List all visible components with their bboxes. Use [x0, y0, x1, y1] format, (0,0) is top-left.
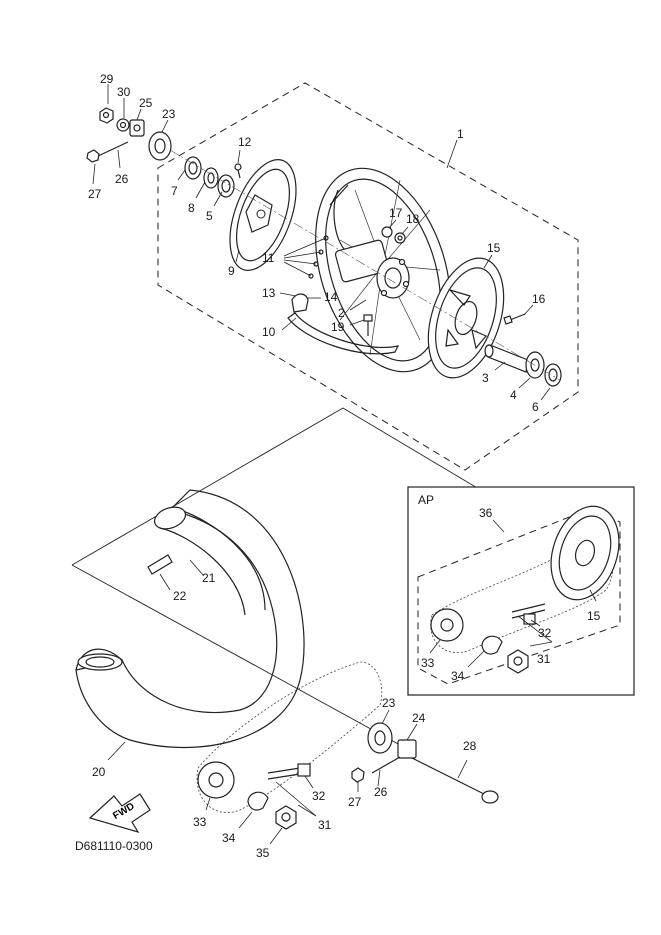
callout-16: 16	[532, 292, 546, 306]
callout-6: 6	[532, 400, 539, 414]
brake-disc	[229, 159, 297, 271]
callout-23-lower: 23	[382, 696, 396, 710]
callout-2: 2	[338, 306, 345, 320]
inset-callout-33: 33	[421, 656, 435, 670]
callout-22: 22	[173, 589, 187, 603]
rim	[315, 167, 451, 373]
chain-adjuster-parts	[99, 107, 145, 137]
callout-4: 4	[510, 388, 517, 402]
callout-24: 24	[412, 711, 426, 725]
adjuster-bolt	[86, 141, 129, 163]
chain-adjuster-block	[397, 739, 417, 759]
callout-31: 31	[318, 818, 332, 832]
rear-axle	[411, 757, 499, 804]
callout-21: 21	[202, 571, 216, 585]
callout-32: 32	[312, 789, 326, 803]
disc-bolt	[234, 163, 242, 179]
callout-33: 33	[193, 815, 207, 829]
callout-8: 8	[188, 201, 195, 215]
callout-13: 13	[262, 286, 276, 300]
callout-9: 9	[228, 264, 235, 278]
wheel-assembly-outline	[157, 82, 579, 471]
callout-12: 12	[238, 135, 252, 149]
inset-callout-32: 32	[538, 626, 552, 640]
inset-rear-sprocket	[550, 505, 620, 601]
inset-front-sprocket	[430, 608, 464, 642]
chain-segment	[267, 763, 311, 780]
callout-5: 5	[206, 209, 213, 223]
inset-callout-36: 36	[479, 506, 493, 520]
inner-tube	[147, 506, 266, 616]
callout-1: 1	[457, 127, 464, 141]
callout-10: 10	[262, 325, 276, 339]
inset-callout-31: 31	[537, 652, 551, 666]
callout-18: 18	[406, 212, 420, 226]
collar-lower	[367, 722, 393, 754]
inset-chain-loop	[430, 537, 614, 653]
callout-3: 3	[482, 371, 489, 385]
inset-chain-segment	[511, 603, 546, 625]
rear-wheel-group	[86, 82, 579, 471]
rim-lock	[363, 314, 373, 336]
ap-inset: AP 36 15 32 31 33	[407, 486, 635, 696]
callout-28: 28	[463, 739, 477, 753]
inset-sprocket-nut-parts	[481, 635, 529, 674]
callout-14: 14	[324, 290, 338, 304]
callout-7: 7	[171, 184, 178, 198]
collar-upper	[148, 131, 172, 161]
lower-adjuster-bolt	[351, 756, 401, 783]
callout-26-lower: 26	[374, 785, 388, 799]
chain-loop	[196, 661, 383, 813]
lower-callouts: 21 22 20 23 24 28 26 27 32 31 33 34 35	[92, 559, 477, 860]
spoke-nipple-parts	[381, 226, 406, 244]
sprocket-nut-parts	[247, 791, 297, 830]
callout-27: 27	[88, 187, 102, 201]
callout-35: 35	[256, 846, 270, 860]
callout-25: 25	[139, 96, 153, 110]
axle-spacer	[484, 344, 529, 373]
callout-27-lower: 27	[348, 795, 362, 809]
diagram-code: D681110-0300	[75, 839, 153, 853]
callout-34: 34	[222, 831, 236, 845]
callout-17: 17	[389, 206, 403, 220]
rim-band	[287, 293, 400, 355]
callout-26: 26	[115, 172, 129, 186]
upper-callouts: 1 29 30 25 23 27 26 7 8 5 9 12 11 13 14 …	[88, 72, 551, 414]
tire	[75, 489, 305, 749]
wheel-axis-line	[169, 149, 561, 381]
callout-23: 23	[162, 107, 176, 121]
callout-30: 30	[117, 85, 131, 99]
inset-callout-34: 34	[451, 669, 465, 683]
callout-20: 20	[92, 765, 106, 779]
callout-11: 11	[262, 251, 275, 265]
inset-callout-15: 15	[587, 609, 601, 623]
rear-sprocket	[427, 257, 505, 379]
sprocket-bolt	[503, 313, 526, 325]
bearing-stack-right	[525, 351, 562, 387]
callout-19: 19	[331, 320, 345, 334]
callout-29: 29	[100, 72, 114, 86]
front-sprocket	[197, 761, 235, 799]
hub	[334, 239, 410, 299]
lower-group: FWD D681110-0300	[71, 407, 579, 853]
fwd-arrow-icon: FWD	[88, 793, 151, 834]
inset-label: AP	[418, 493, 434, 507]
callout-15: 15	[487, 241, 501, 255]
